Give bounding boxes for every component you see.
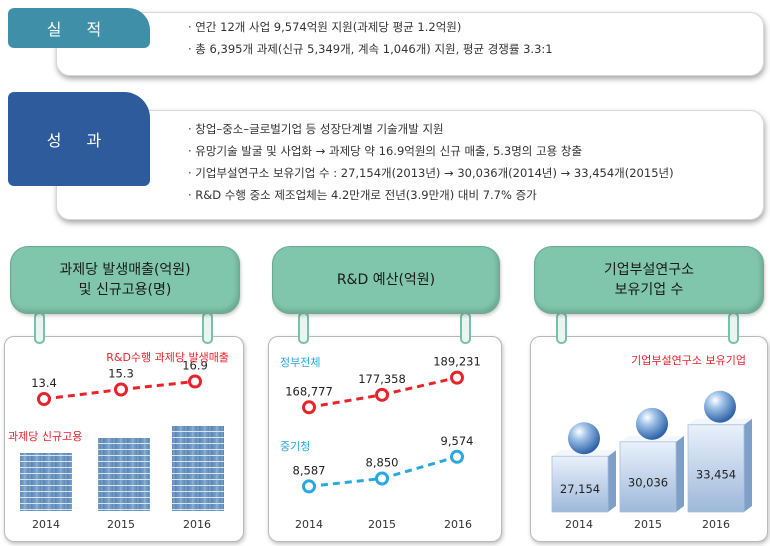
sphere-icon (568, 422, 600, 455)
data-label: 8,850 (366, 456, 399, 470)
building-2016 (172, 426, 224, 511)
rd-budget-panel (268, 336, 502, 542)
data-point (302, 400, 316, 415)
data-label: 168,777 (285, 384, 333, 398)
panel3-title-line2: 보유기업 수 (614, 282, 684, 298)
results-bullet: · 연간 12개 사업 9,574억원 지원(과제당 평균 1.2억원) (188, 20, 462, 34)
series-line-segment (308, 393, 383, 409)
building-bars (20, 426, 224, 511)
x-tick-label: 2014 (565, 518, 593, 531)
cube-side (676, 435, 684, 512)
x-tick-label: 2014 (32, 518, 60, 531)
outcomes-label: 성 과 (46, 131, 112, 150)
panel1-title-line1: 과제당 발생매출(억원) (59, 262, 191, 278)
cube-side (608, 450, 616, 512)
smba-series-label: 중기청 (280, 440, 310, 453)
series-line-segment (120, 380, 196, 391)
outcomes-bullet: · 유망기술 발굴 및 사업화 → 과제당 약 16.9억원의 신규 매출, 5… (188, 144, 583, 158)
results-card (56, 12, 764, 76)
cube-side (744, 418, 752, 512)
results-label: 실 적 (46, 20, 112, 39)
cube-bar (551, 455, 609, 513)
x-tick-label: 2016 (183, 518, 211, 531)
x-tick-label: 2015 (368, 518, 396, 531)
series-line-segment (43, 388, 122, 401)
building-2015 (98, 438, 150, 511)
data-label: 8,587 (293, 463, 326, 477)
outcomes-bullet: · 창업–중소–글로벌기업 등 성장단계별 기술개발 지원 (188, 122, 444, 136)
panel1-title: 과제당 발생매출(억원) 및 신규고용(명) (10, 246, 240, 314)
series-line-segment (381, 376, 458, 397)
x-tick-label: 2016 (444, 518, 472, 531)
series-line-segment (308, 477, 383, 488)
data-label: 189,231 (433, 355, 481, 369)
data-label: 13.4 (31, 376, 57, 390)
gov-series-label: 정부전체 (280, 356, 320, 369)
data-label: 30,036 (628, 475, 668, 489)
outcomes-tab: 성 과 (8, 92, 150, 186)
sphere-icon (704, 390, 736, 423)
building-2014 (20, 453, 72, 511)
cube-bar (619, 441, 677, 513)
panel2-title: R&D 예산(억원) (272, 246, 500, 314)
institute-series-label: 기업부설연구소 보유기업 (631, 354, 746, 367)
panel1-title-line2: 및 신규고용(명) (78, 282, 172, 298)
employment-series-label: 과제당 신규고용 (8, 430, 82, 443)
data-label: 9,574 (441, 434, 474, 448)
results-tab: 실 적 (8, 8, 150, 48)
data-point (375, 387, 389, 402)
outcomes-bullets: · 창업–중소–글로벌기업 등 성장단계별 기술개발 지원 · 유망기술 발굴 … (188, 118, 674, 206)
data-label: 16.9 (182, 359, 208, 373)
data-label: 27,154 (560, 482, 600, 496)
smba-series: 8,587 8,850 9,574 (293, 434, 474, 494)
data-label: 15.3 (108, 367, 134, 381)
outcomes-bullet: · 기업부설연구소 보유기업 수 : 27,154개(2013년) → 30,0… (188, 166, 674, 180)
x-tick-label: 2015 (634, 518, 662, 531)
data-point (302, 479, 316, 494)
data-point (114, 382, 128, 397)
panel3-title: 기업부설연구소 보유기업 수 (534, 246, 764, 314)
gov-series: 168,777 177,358 189,231 (285, 355, 481, 415)
outcomes-bullet: · R&D 수행 중소 제조업체는 4.2만개로 전년(3.9만개) 대비 7.… (188, 188, 537, 202)
institute-bars: 27,154 30,036 33,454 (551, 390, 752, 513)
results-bullets: · 연간 12개 사업 9,574억원 지원(과제당 평균 1.2억원) · 총… (188, 16, 553, 60)
data-point (375, 471, 389, 486)
series-line-segment (381, 455, 458, 480)
outcomes-card (56, 110, 764, 220)
data-point (188, 374, 202, 389)
sales-series-label: R&D수행 과제당 발생매출 (106, 351, 229, 364)
x-tick-label: 2015 (107, 518, 135, 531)
x-tick-label: 2014 (295, 518, 323, 531)
x-tick-label: 2016 (702, 518, 730, 531)
sales-series: 13.4 15.3 16.9 (31, 359, 208, 406)
panel3-title-line1: 기업부설연구소 (603, 262, 695, 278)
data-label: 177,358 (358, 372, 406, 386)
sphere-icon (636, 407, 668, 440)
data-point (450, 449, 464, 464)
data-label: 33,454 (696, 468, 736, 482)
results-bullet: · 총 6,395개 과제(신규 5,349개, 계속 1,046개) 지원, … (188, 42, 553, 56)
panel2-title-text: R&D 예산(억원) (336, 272, 436, 288)
data-point (37, 392, 51, 406)
cube-bar (687, 424, 745, 513)
data-point (450, 370, 464, 385)
